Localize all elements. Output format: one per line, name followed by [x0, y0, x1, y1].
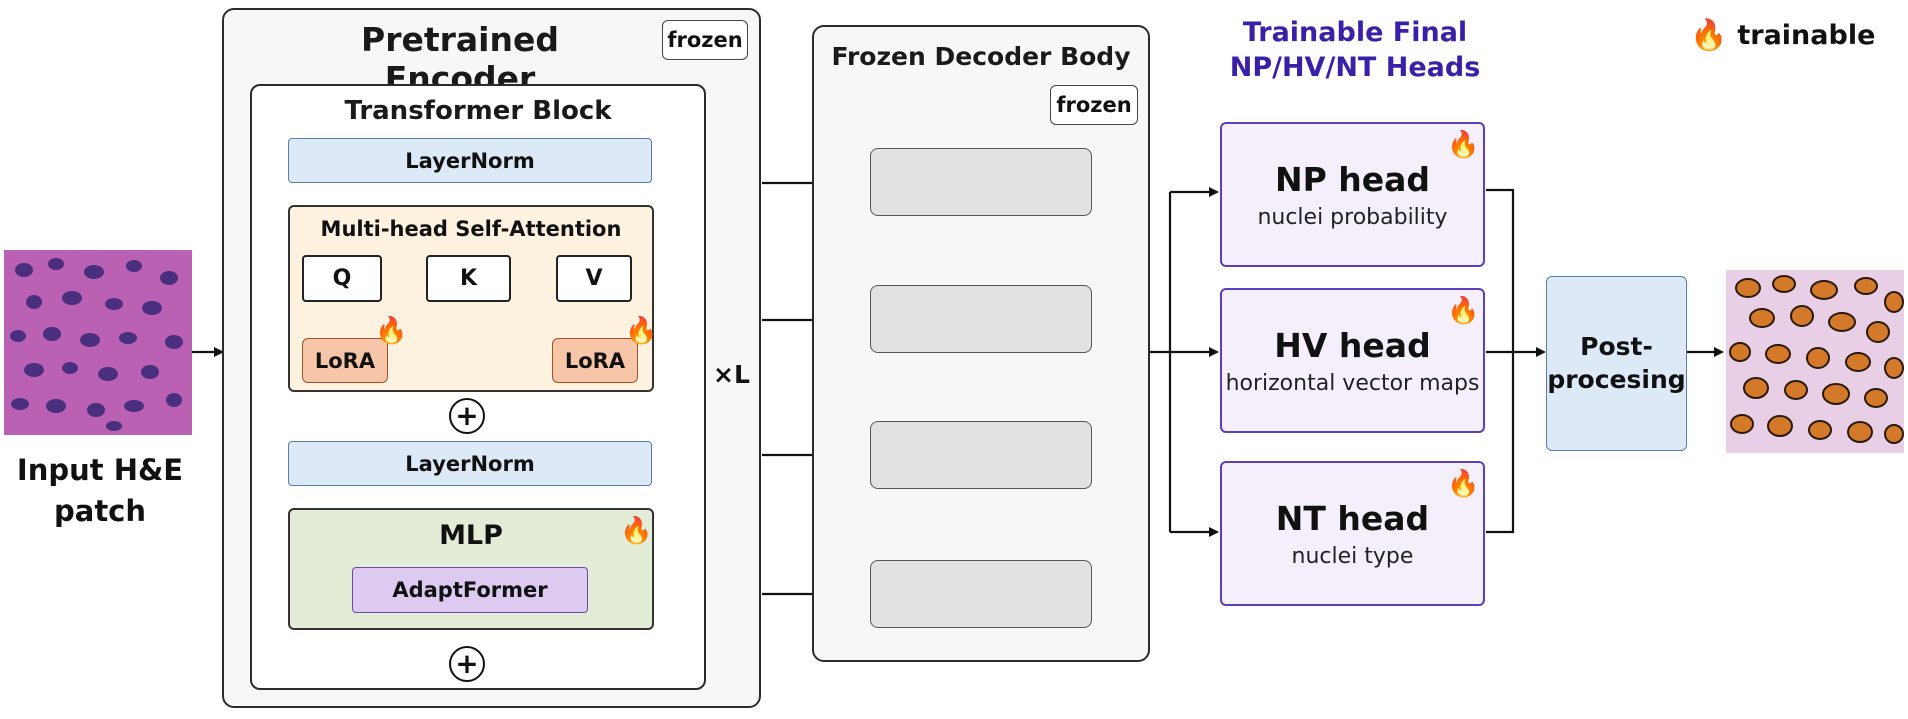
post-line1: Post- [1580, 332, 1653, 361]
heads-title-line1: Trainable Final [1242, 17, 1468, 48]
input-label-line1: Input H&E [16, 453, 184, 487]
nt-head-name: NT head [1275, 498, 1430, 538]
mlp-title: MLP [439, 520, 503, 551]
fire-icon: 🔥 [1690, 18, 1728, 53]
np-head-desc: nuclei probability [1257, 204, 1448, 230]
nt-head: NT head nuclei type [1220, 461, 1485, 606]
post-line2: procesing [1547, 364, 1686, 394]
hv-head-desc: horizontal vector maps [1225, 370, 1480, 396]
legend-label: trainable [1737, 20, 1876, 51]
mhsa-title: Multi-head Self-Attention [320, 217, 622, 241]
fire-icon: 🔥 [1447, 130, 1480, 160]
fire-icon: 🔥 [375, 316, 408, 346]
input-label-line2: patch [53, 493, 147, 528]
hv-head: HV head horizontal vector maps [1220, 288, 1485, 433]
decoder-layer-1 [870, 560, 1092, 628]
encoder-frozen-tag: frozen [662, 20, 748, 60]
input-he-patch-image [4, 250, 192, 435]
nt-head-desc: nuclei type [1291, 543, 1414, 569]
value-box: V [556, 255, 632, 302]
post-processing-box: Post- procesing [1546, 276, 1687, 451]
fire-icon: 🔥 [1447, 296, 1480, 326]
transformer-block-title: Transformer Block [344, 96, 612, 126]
heads-title: Trainable Final NP/HV/NT Heads [1190, 15, 1520, 85]
fire-icon: 🔥 [1447, 469, 1480, 499]
residual-add-1: + [449, 398, 485, 434]
heads-title-line2: NP/HV/NT Heads [1229, 52, 1481, 84]
decoder-frozen-tag: frozen [1050, 85, 1138, 125]
layer-repeat-label: ×L [713, 360, 750, 389]
legend: 🔥 trainable [1690, 18, 1875, 53]
np-head: NP head nuclei probability [1220, 122, 1485, 267]
decoder-layer-2 [870, 421, 1092, 489]
residual-add-2: + [449, 646, 485, 682]
output-segmentation-image [1726, 270, 1904, 453]
lora-v: LoRA [552, 338, 638, 383]
lora-q: LoRA [302, 338, 388, 383]
input-label: Input H&E patch [0, 450, 200, 531]
hv-head-name: HV head [1274, 325, 1431, 365]
decoder-title: Frozen Decoder Body [831, 42, 1131, 71]
fire-icon: 🔥 [625, 316, 658, 346]
np-head-name: NP head [1274, 159, 1431, 199]
decoder-layer-4 [870, 148, 1092, 216]
decoder-layer-3 [870, 285, 1092, 353]
adaptformer-box: AdaptFormer [352, 567, 588, 613]
layernorm-2: LayerNorm [288, 441, 652, 486]
layernorm-1: LayerNorm [288, 138, 652, 183]
query-box: Q [302, 255, 382, 302]
key-box: K [426, 255, 511, 302]
fire-icon: 🔥 [620, 516, 653, 546]
